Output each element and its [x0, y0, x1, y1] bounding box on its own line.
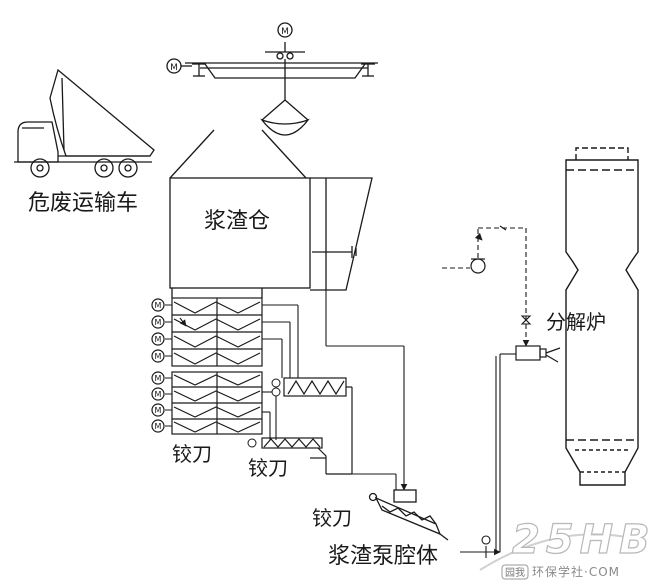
reamer-motor-icons: M M M M M M M M [151, 298, 172, 433]
slurry-pump-chamber [368, 489, 449, 541]
screw-conveyor-lower-motor-icon [247, 438, 257, 448]
watermark-graphic: 园我 [479, 533, 641, 580]
label-reamer-1: 铰刀 [172, 442, 212, 466]
watermark-caption: 环保学社·COM [532, 565, 620, 579]
crane-hoist-motor-icon: M [277, 22, 293, 38]
svg-text:M: M [155, 318, 162, 327]
label-hazardous-waste-truck: 危废运输车 [28, 191, 139, 216]
slurry-injector [515, 345, 561, 363]
svg-text:园我: 园我 [505, 567, 525, 579]
label-slurry-bin: 浆渣仓 [204, 209, 271, 234]
air-blower-icon [470, 232, 486, 274]
label-reamer-2: 铰刀 [248, 456, 288, 480]
compressed-air-line [442, 227, 530, 347]
screw-conveyor-lower [261, 437, 352, 475]
watermark-logo: 25HB [511, 517, 656, 563]
crane-travel-motor-icon: M [166, 58, 182, 74]
screw-conveyor-middle [283, 377, 353, 474]
calciner [565, 147, 639, 486]
svg-text:M: M [281, 27, 289, 37]
label-slurry-pump-chamber: 浆渣泵腔体 [328, 544, 439, 569]
reamer-bank-lower [171, 371, 263, 435]
feed-pipes-to-pump [325, 290, 408, 491]
svg-text:M: M [155, 390, 162, 399]
svg-text:M: M [155, 301, 162, 310]
svg-text:M: M [155, 352, 162, 361]
label-calciner: 分解炉 [546, 310, 606, 334]
svg-text:M: M [155, 374, 162, 383]
hazardous-waste-truck [14, 68, 155, 178]
svg-text:M: M [155, 422, 162, 431]
discharge-pipe [460, 353, 516, 558]
slurry-bin [169, 129, 373, 298]
svg-text:M: M [155, 335, 162, 344]
air-valve-icon [499, 225, 532, 325]
reamer-bank-upper [171, 297, 263, 367]
svg-text:M: M [170, 63, 178, 73]
overhead-crane [180, 42, 378, 136]
screw-conveyor-middle-motor-icons [271, 378, 281, 397]
label-reamer-3: 铰刀 [312, 506, 352, 530]
svg-text:M: M [155, 406, 162, 415]
